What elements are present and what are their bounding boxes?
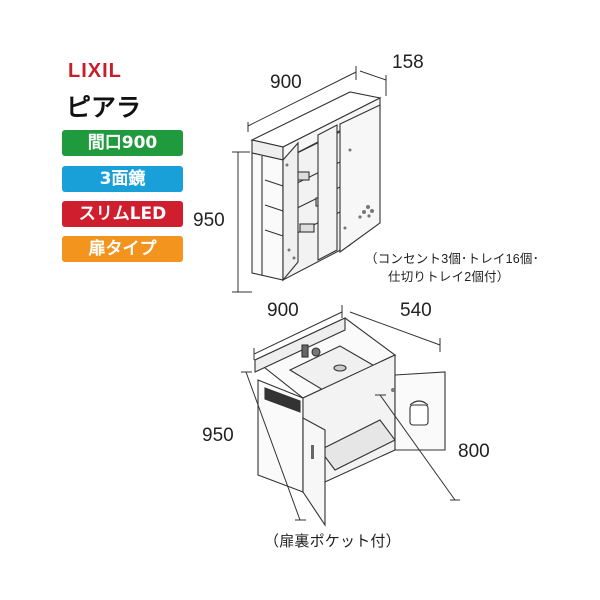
mirror-height-label: 950: [193, 210, 225, 231]
vanity-width-label: 900: [267, 300, 299, 321]
mirror-depth-label: 158: [392, 52, 424, 73]
mirror-cabinet-drawing: [250, 91, 382, 282]
vanity-counter-height-label: 800: [458, 441, 490, 462]
mirror-accessories-note-line1: （コンセント3個･トレイ16個･: [365, 252, 540, 266]
vanity-depth-label: 540: [400, 300, 432, 321]
mirror-dimension-lines: [232, 66, 387, 293]
brand-logo: LIXIL: [68, 60, 122, 82]
vanity-dimension-lines: [241, 305, 460, 521]
vanity-height-label: 950: [202, 425, 234, 446]
mirror-width-label: 900: [270, 72, 302, 93]
mirror-heater-pattern: [343, 148, 374, 230]
mirror-accessories-note-line2: 仕切りトレイ2個付）: [388, 270, 510, 284]
product-name: ピアラ: [66, 93, 142, 122]
badge-slim-led: スリムLED: [62, 201, 183, 227]
vanity-door-pocket-note: （扉裏ポケット付）: [264, 533, 401, 550]
badge-door-type: 扉タイプ: [62, 236, 183, 262]
badge-three-mirror: 3面鏡: [62, 166, 183, 192]
vanity-drawing: [253, 317, 446, 527]
badge-frontage: 間口900: [62, 130, 183, 156]
